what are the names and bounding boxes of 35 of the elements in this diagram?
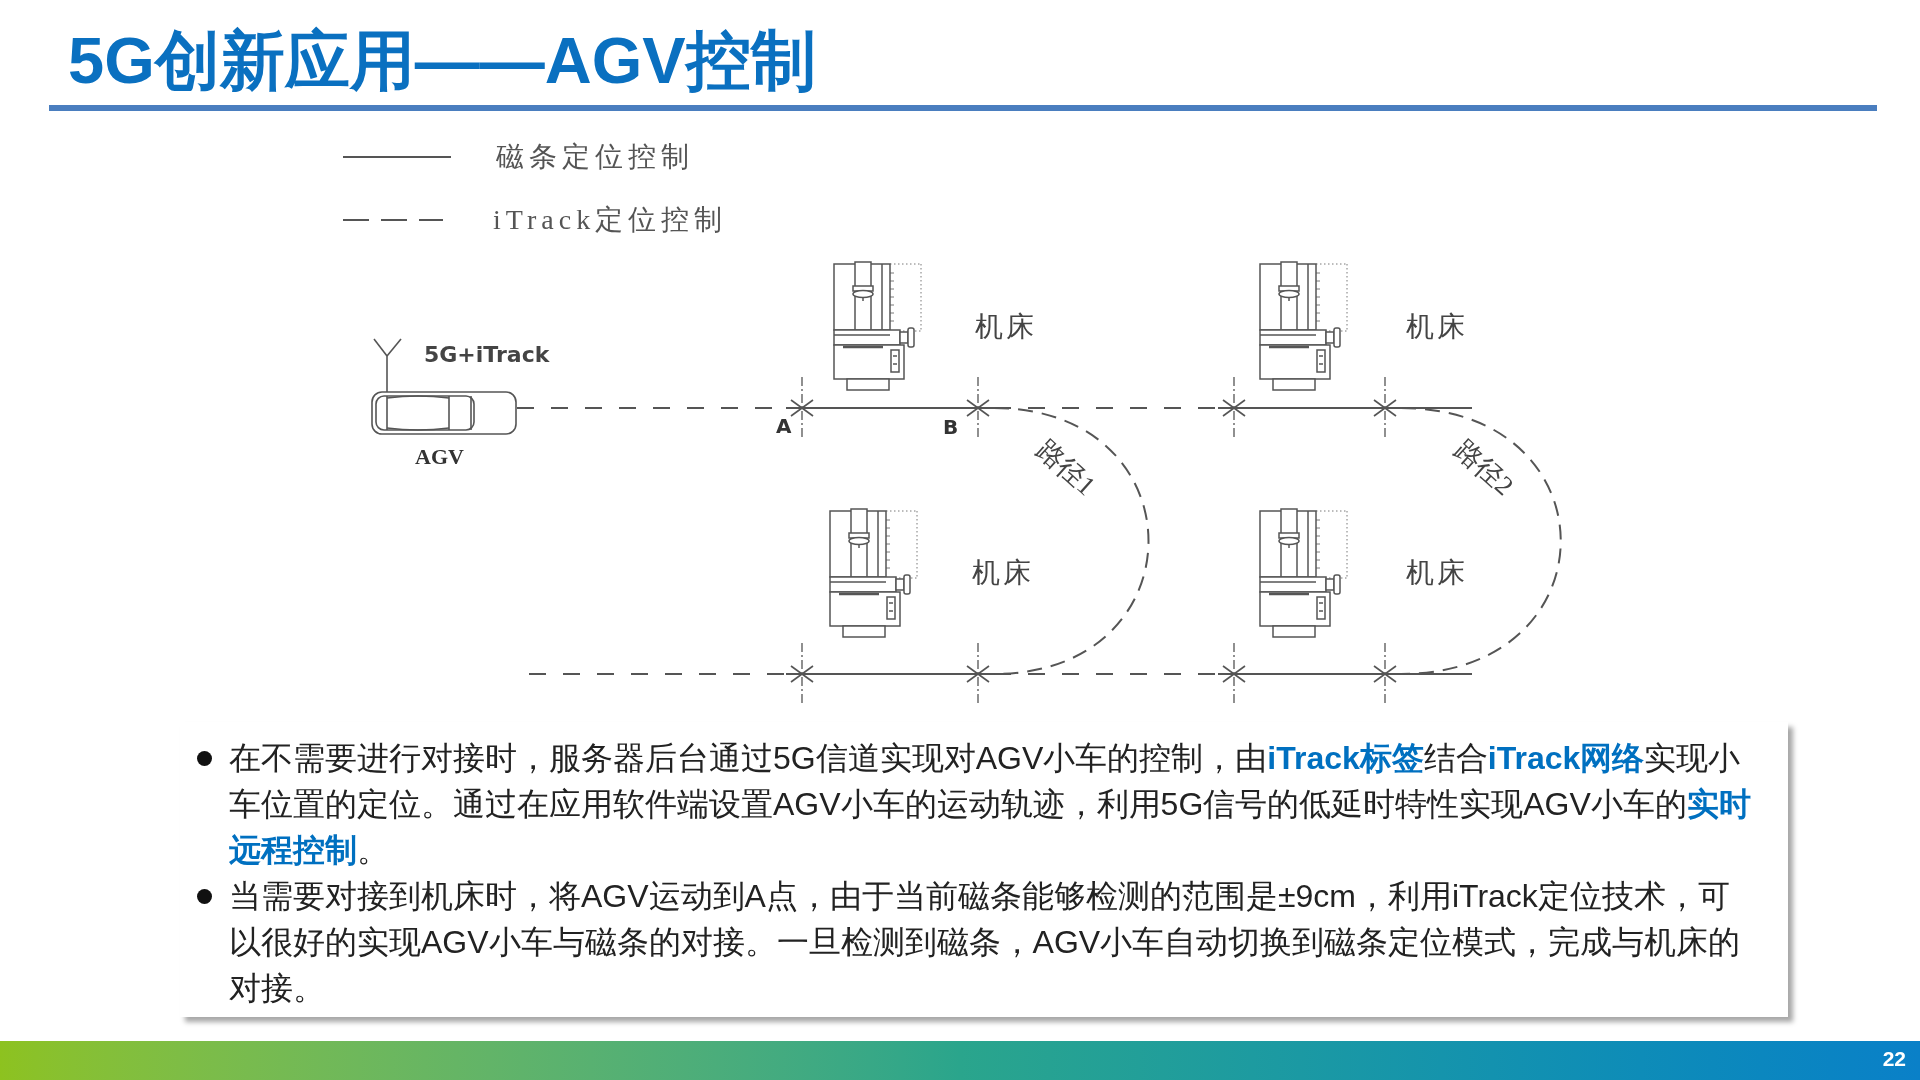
machine-label: 机床 xyxy=(972,559,1035,587)
machine-label: 机床 xyxy=(1406,559,1469,587)
waypoint-cross-icon xyxy=(1369,377,1401,439)
agv-vehicle-drawing xyxy=(371,391,517,435)
machine-label: 机床 xyxy=(975,313,1038,341)
point-label: A xyxy=(776,416,792,436)
track-line xyxy=(1249,407,1370,409)
vehicle-label: AGV xyxy=(415,446,464,468)
machine-tool-drawing xyxy=(829,508,921,639)
dashed-curved-path xyxy=(1400,407,1562,675)
point-label: B xyxy=(943,417,959,437)
waypoint-cross-icon xyxy=(786,643,818,705)
bullet-text: 当需要对接到机床时，将AGV运动到A点，由于当前磁条能够检测的范围是±9cm，利用iTrack定位技术，可以很好的实现AGV小车与磁条的对接。一旦检测到磁条，AGV小车自动切换到磁条定位模式，完成与机床的对接。 xyxy=(229,877,1742,1008)
waypoint-cross-icon xyxy=(1369,643,1401,705)
path-label: 路径2 xyxy=(1449,435,1519,501)
waypoint-cross-icon xyxy=(962,643,994,705)
page-number: 22 xyxy=(1882,1048,1906,1069)
track-line xyxy=(817,673,963,675)
waypoint-cross-icon xyxy=(1218,643,1250,705)
legend-label: iTrack定位控制 xyxy=(493,206,728,234)
waypoint-cross-icon xyxy=(962,377,994,439)
antenna-label: 5G+iTrack xyxy=(424,344,550,366)
dashed-curved-path xyxy=(993,407,1150,675)
waypoint-cross-icon xyxy=(1218,377,1250,439)
legend-label: 磁条定位控制 xyxy=(496,143,695,171)
machine-tool-drawing xyxy=(1259,261,1351,392)
bullet-text: 在不需要进行对接时，服务器后台通过5G信道实现对AGV小车的控制，由iTrack标签结合iTrack网络实现小车位置的定位。通过在应用软件端设置AGV小车的运动轨迹，利用5G信号的低延时特性实现AGV小车的实时远程控制。 xyxy=(229,739,1752,870)
track-line xyxy=(1249,673,1370,675)
machine-label: 机床 xyxy=(1406,313,1469,341)
dashed-track-line xyxy=(528,673,787,675)
machine-tool-drawing xyxy=(1259,508,1351,639)
slide-title: 5G创新应用——AGV控制 xyxy=(68,23,816,99)
track-line xyxy=(817,407,963,409)
machine-tool-drawing xyxy=(833,261,925,392)
path-label: 路径1 xyxy=(1031,435,1101,501)
